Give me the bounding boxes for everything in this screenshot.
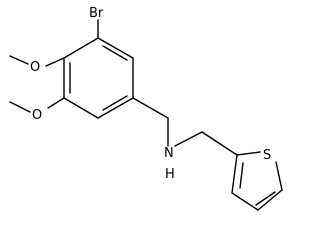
bond-ring-ch2: [132, 97, 169, 119]
atom-oxygen-upper: O: [30, 60, 40, 75]
bond-o-methyl-upper: [9, 55, 29, 65]
bond-thio-double-2: [255, 191, 276, 206]
bond-ring-6: [63, 37, 99, 59]
bond-c-o-upper: [45, 57, 65, 67]
bond-thio-1: [236, 151, 261, 156]
bond-thio-4: [231, 192, 259, 211]
bond-ring-double-2: [102, 95, 128, 111]
bond-ring-1: [97, 37, 134, 59]
bond-c-o-lower: [47, 97, 65, 109]
bond-ring-4: [63, 97, 99, 119]
bond-thio-double-1: [239, 162, 244, 189]
atom-sulfur: S: [263, 148, 271, 163]
atom-labels: Br O O N H S: [30, 6, 271, 182]
atom-hydrogen: H: [165, 167, 175, 182]
atom-bromine: Br: [89, 6, 104, 21]
bond-thio-3: [257, 189, 283, 211]
bond-n-ch2: [174, 131, 203, 147]
molecule-structure: Br O O N H S: [9, 6, 283, 211]
bonds: [9, 19, 283, 211]
bond-ring-double-1: [102, 45, 128, 61]
bond-o-methyl-lower: [9, 101, 31, 113]
bond-thio-5: [231, 154, 238, 194]
bond-thio-2: [275, 161, 283, 191]
bond-ring-3: [97, 97, 134, 119]
bond-ch2-thiophene: [201, 131, 238, 156]
atom-nitrogen: N: [164, 146, 174, 161]
atom-oxygen-lower: O: [32, 108, 42, 123]
